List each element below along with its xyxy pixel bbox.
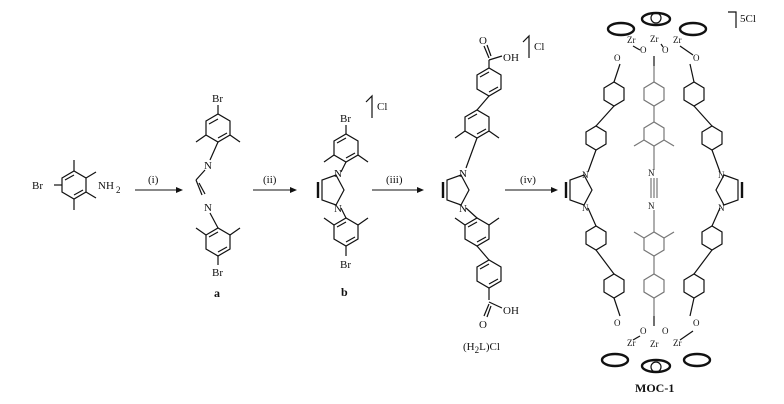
arrow-step-4: (iv) <box>505 174 558 193</box>
n-center-2: N <box>648 201 655 211</box>
h2l-oh-bottom-label: OH <box>503 305 519 317</box>
h2l-oh-top-label: OH <box>503 52 519 64</box>
start-nh2-label: NH <box>98 180 114 192</box>
arrow-step-1: (i) <box>135 174 183 193</box>
h2l-n1-label: N <box>459 168 467 180</box>
arrow-4-label: (iv) <box>520 174 536 186</box>
start-br-label: Br <box>32 180 43 192</box>
o-top-3: O <box>614 53 621 63</box>
o-top-4: O <box>693 53 700 63</box>
n-right-1: N <box>718 170 725 180</box>
zr-bottom-2: Zr <box>650 339 659 349</box>
n-left-2: N <box>582 203 589 213</box>
o-top-2: O <box>662 45 669 55</box>
moc-counterion-label: 5Cl <box>740 13 756 25</box>
b-br-top-label: Br <box>340 113 351 125</box>
a-n1-label: N <box>204 160 212 172</box>
o-top-1: O <box>640 45 647 55</box>
b-br-bottom-label: Br <box>340 259 351 271</box>
moc-compound-label: MOC-1 <box>635 381 674 395</box>
zr-top-2: Zr <box>650 34 659 44</box>
a-n2-label: N <box>204 202 212 214</box>
o-bottom-1: O <box>614 318 621 328</box>
h2l-n2-label: N <box>459 203 467 215</box>
a-br-bottom-label: Br <box>212 267 223 279</box>
h2l-o-top-label: O <box>479 35 487 47</box>
zr-bottom-1: Zr <box>627 338 636 348</box>
compound-moc1: Zr Zr Zr O O O O N N <box>564 11 756 395</box>
cage-right-ligand: N N <box>683 63 744 317</box>
b-counterion-label: Cl <box>377 101 387 113</box>
o-bottom-3: O <box>640 326 647 336</box>
n-left-1: N <box>582 170 589 180</box>
b-n2-label: N <box>334 203 342 215</box>
compound-start: Br NH 2 <box>32 160 121 210</box>
b-n1-label: N <box>334 168 342 180</box>
bottom-zr-cluster: O O O O Zr Zr Zr <box>600 316 712 374</box>
arrow-2-label: (ii) <box>263 174 277 186</box>
h2l-label-main: (H2L)Cl <box>463 341 500 355</box>
h2l-o-bottom-label: O <box>479 319 487 331</box>
cage-left-ligand: N N <box>564 63 625 317</box>
compound-h2l: O OH N N O OH Cl (H2L)Cl <box>441 34 544 355</box>
arrow-step-2: (ii) <box>253 174 297 193</box>
cage-central-ligand: N N <box>633 66 675 316</box>
compound-b: Br N N Br Cl b <box>316 94 387 299</box>
arrow-3-label: (iii) <box>386 174 403 186</box>
n-right-2: N <box>718 203 725 213</box>
zr-top-1: Zr <box>627 35 636 45</box>
zr-top-3: Zr <box>673 35 682 45</box>
zr-bottom-3: Zr <box>673 338 682 348</box>
h2l-counterion-label: Cl <box>534 41 544 53</box>
top-zr-cluster: Zr Zr Zr O O O O <box>606 11 708 66</box>
b-compound-label: b <box>341 285 348 299</box>
start-nh2-subscript: 2 <box>116 185 121 195</box>
compound-a: Br N N Br a <box>195 93 241 300</box>
o-bottom-2: O <box>693 318 700 328</box>
a-compound-label: a <box>214 286 220 300</box>
n-center-1: N <box>648 168 655 178</box>
a-br-top-label: Br <box>212 93 223 105</box>
arrow-step-3: (iii) <box>372 174 424 193</box>
o-bottom-4: O <box>662 326 669 336</box>
arrow-1-label: (i) <box>148 174 159 186</box>
